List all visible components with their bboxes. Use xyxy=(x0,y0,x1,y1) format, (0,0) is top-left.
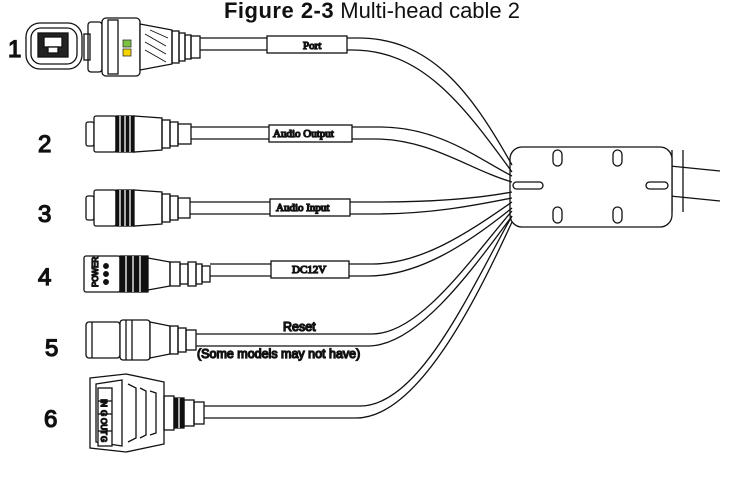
power-marking: POWER xyxy=(91,257,100,287)
network-connector xyxy=(83,17,201,77)
audio-input-label: Audio Input xyxy=(276,202,329,214)
pin-g-label-2: G xyxy=(99,436,108,442)
wires xyxy=(190,37,513,419)
pin-g-label-1: G xyxy=(99,410,108,416)
wire-label-boxes xyxy=(266,35,353,279)
figure-caption: Multi-head cable 2 xyxy=(334,0,521,23)
splitter-housing xyxy=(509,146,673,228)
rj45-port-icon xyxy=(25,22,83,70)
connector-number-4: 4 xyxy=(38,264,51,291)
pin-in-label: IN xyxy=(99,399,108,407)
reset-note: (Some models may not have) xyxy=(197,347,360,361)
audio-input-connector xyxy=(85,189,191,227)
dc12v-label: DC12V xyxy=(292,264,326,276)
terminal-block-connector xyxy=(89,373,205,453)
connector-number-1: 1 xyxy=(8,36,21,63)
audio-output-connector xyxy=(85,115,192,153)
reset-connector xyxy=(85,319,197,361)
port-label: Port xyxy=(303,40,321,52)
connector-number-6: 6 xyxy=(44,406,57,433)
figure-number: Figure 2-3 xyxy=(223,0,335,23)
power-connector: POWER xyxy=(83,255,211,293)
reset-label: Reset xyxy=(283,320,316,334)
connector-number-2: 2 xyxy=(38,131,51,158)
pin-out-label: OUT xyxy=(99,418,108,435)
figure-title: Figure 2-3 Multi-head cable 2 xyxy=(0,0,744,24)
connector-number-3: 3 xyxy=(38,201,51,228)
audio-output-label: Audio Output xyxy=(273,128,334,140)
connector-number-5: 5 xyxy=(45,335,58,362)
main-cable-trunk xyxy=(669,150,721,212)
